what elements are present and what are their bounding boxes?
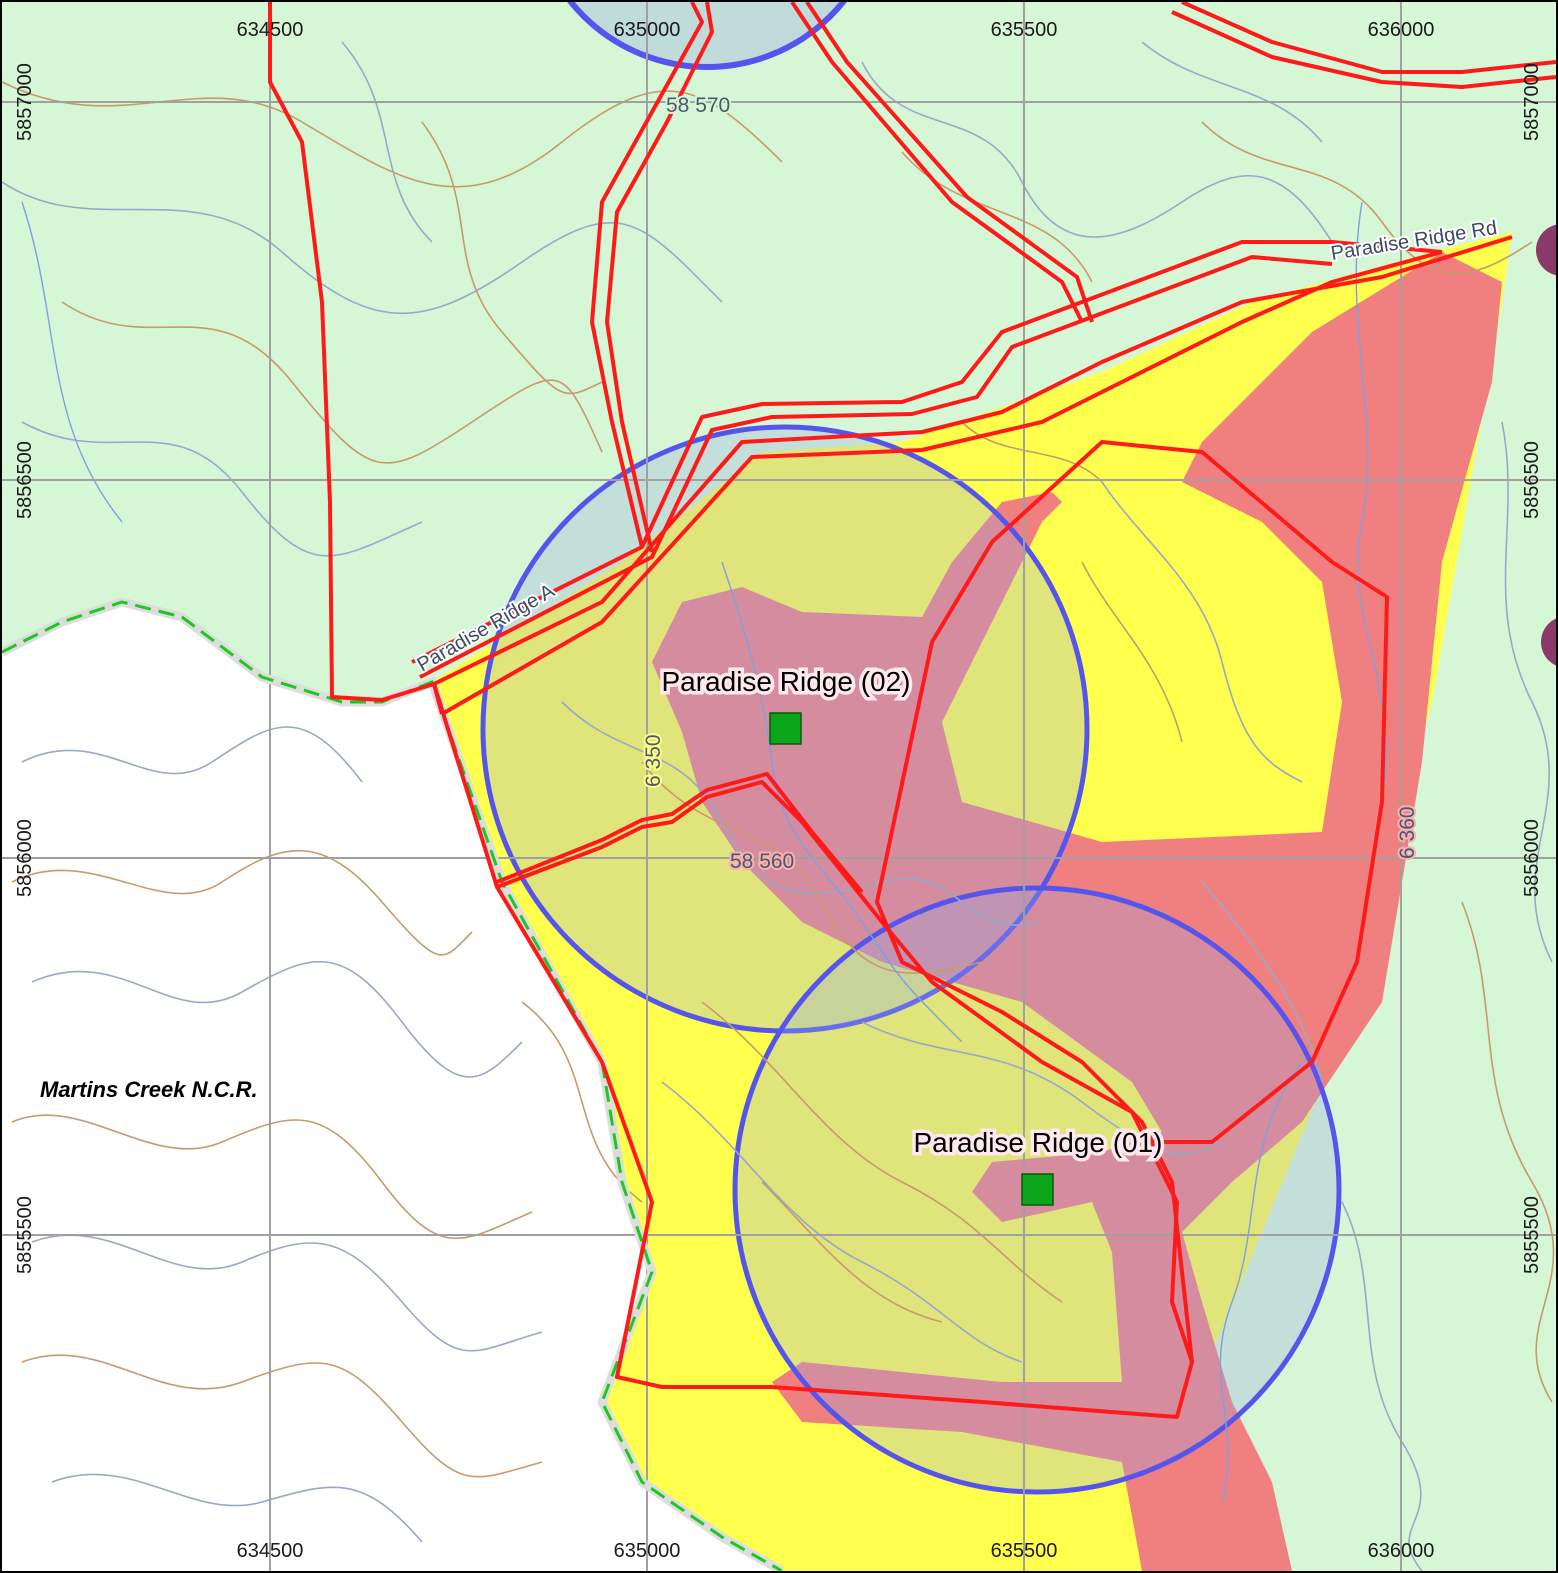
edge-marker-east (1536, 224, 1556, 276)
pink-zone-east (652, 252, 1502, 1571)
site-marker-01[interactable] (1021, 1173, 1054, 1206)
site-marker-02[interactable] (769, 712, 802, 745)
edge-marker-east-2 (1541, 618, 1556, 666)
track-label-6350: 6 350 (642, 734, 665, 787)
contour-lines (2, 41, 1555, 1571)
northing-label-left-1: 5857000 (14, 63, 36, 141)
coupe-divider (432, 683, 444, 715)
site-label-02: Paradise Ridge (02) (661, 666, 910, 697)
northing-label-right-1: 5857000 (1521, 63, 1543, 141)
northing-label-left-2: 5856500 (14, 441, 36, 519)
creek-lines (21, 201, 1387, 1503)
easting-label-bottom-2: 635000 (614, 1540, 681, 1562)
track-labels: 58 570 58 560 6 350 6 360 (640, 92, 1421, 875)
easting-label-top-4: 636000 (1368, 19, 1435, 41)
easting-label-top-3: 635500 (991, 19, 1058, 41)
reserve-label: Martins Creek N.C.R. (40, 1077, 258, 1102)
northing-label-right-4: 5855500 (1521, 1196, 1543, 1274)
reserve-boundary (2, 597, 785, 1571)
easting-label-top-1: 634500 (237, 19, 304, 41)
track-label-6360: 6 360 (1396, 806, 1419, 859)
red-boundaries (268, 2, 1556, 1419)
site-labels: Paradise Ridge (02) Paradise Ridge (01) (658, 663, 1166, 1162)
northing-label-left-3: 5856000 (14, 819, 36, 897)
track-label-58560: 58 560 (730, 850, 794, 873)
northing-label-left-4: 5855500 (14, 1196, 36, 1274)
grid-labels: 634500 635000 635500 636000 634500 63500… (14, 19, 1543, 1562)
reserve-area (2, 602, 782, 1571)
buffer-circle-north (567, 2, 847, 70)
northing-label-right-2: 5856500 (1521, 441, 1543, 519)
site-label-01: Paradise Ridge (01) (913, 1127, 1162, 1158)
easting-label-bottom-1: 634500 (237, 1540, 304, 1562)
northing-label-right-3: 5856000 (1521, 819, 1543, 897)
easting-label-top-2: 635000 (614, 19, 681, 41)
easting-label-bottom-4: 636000 (1368, 1540, 1435, 1562)
easting-label-bottom-3: 635500 (991, 1540, 1058, 1562)
track-label-58570: 58 570 (666, 94, 730, 117)
